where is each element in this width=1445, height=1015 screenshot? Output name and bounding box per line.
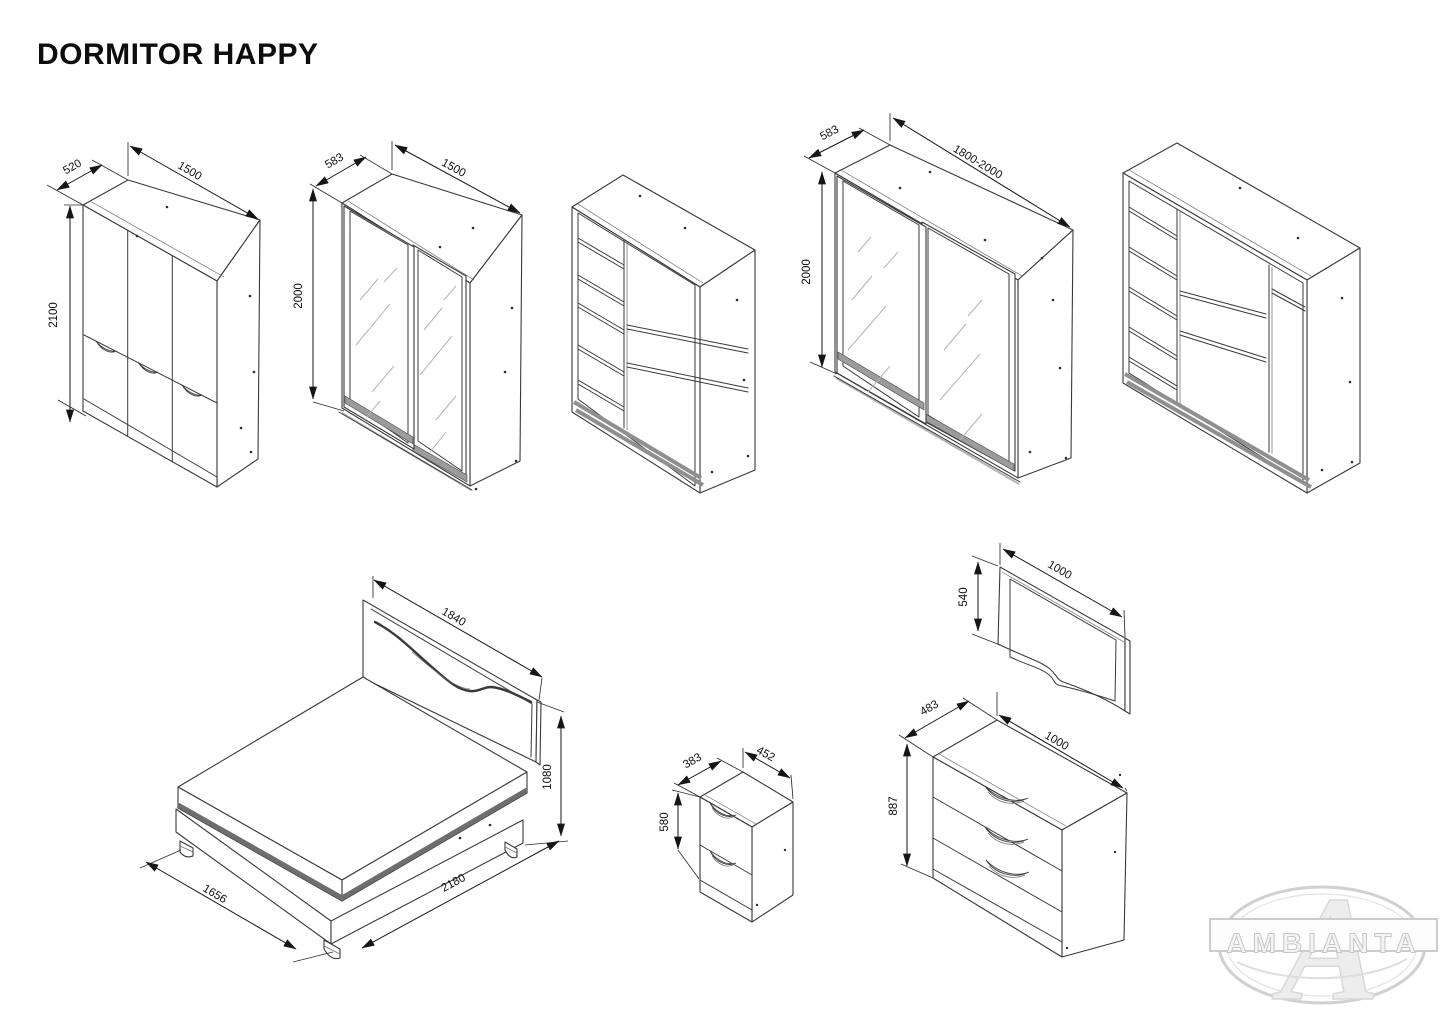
ambianta-logo: A AMBIANTA [1209,865,1438,1015]
dim-wardrobe1-depth: 520 [61,157,84,177]
dim-nightstand-depth: 383 [681,751,704,771]
dim-wardrobe1-height: 2100 [48,302,60,328]
logo-wordmark: AMBIANTA [1226,927,1421,958]
dim-wardrobe4-width: 1800-2000 [951,143,1004,182]
dim-wardrobe4-depth: 583 [818,124,841,144]
wardrobe-3door-drawing: 520 1500 2100 [46,142,261,488]
dim-dresser-height: 887 [888,796,900,815]
wardrobe-interior-small-drawing [571,174,756,494]
page-title: DORMITOR HAPPY [37,38,319,71]
dim-nightstand-height: 580 [659,812,671,831]
dim-wardrobe4-height: 2000 [801,259,813,285]
wardrobe-sliding-large-drawing: 583 1800-2000 2000 [801,113,1074,485]
bed-drawing: 1840 1080 1656 2180 [139,576,569,963]
dim-mirror-width: 1000 [1045,559,1073,582]
dim-dresser-depth: 483 [918,698,941,718]
dim-wardrobe2-height: 2000 [293,283,305,309]
wardrobe-sliding-small-drawing: 583 1500 2000 [293,141,523,491]
dim-mirror-height: 540 [958,587,970,606]
dim-bed-width: 1656 [200,883,228,906]
mirror-drawing: 540 1000 [958,543,1131,715]
nightstand-drawing: 383 452 580 [659,744,794,923]
dim-nightstand-width: 452 [754,744,777,764]
dresser-drawing: 483 1000 887 [888,692,1128,958]
dim-wardrobe2-depth: 583 [323,151,346,171]
wardrobe-interior-large-drawing [1122,142,1361,494]
dim-bed-side-height: 1080 [542,764,554,790]
